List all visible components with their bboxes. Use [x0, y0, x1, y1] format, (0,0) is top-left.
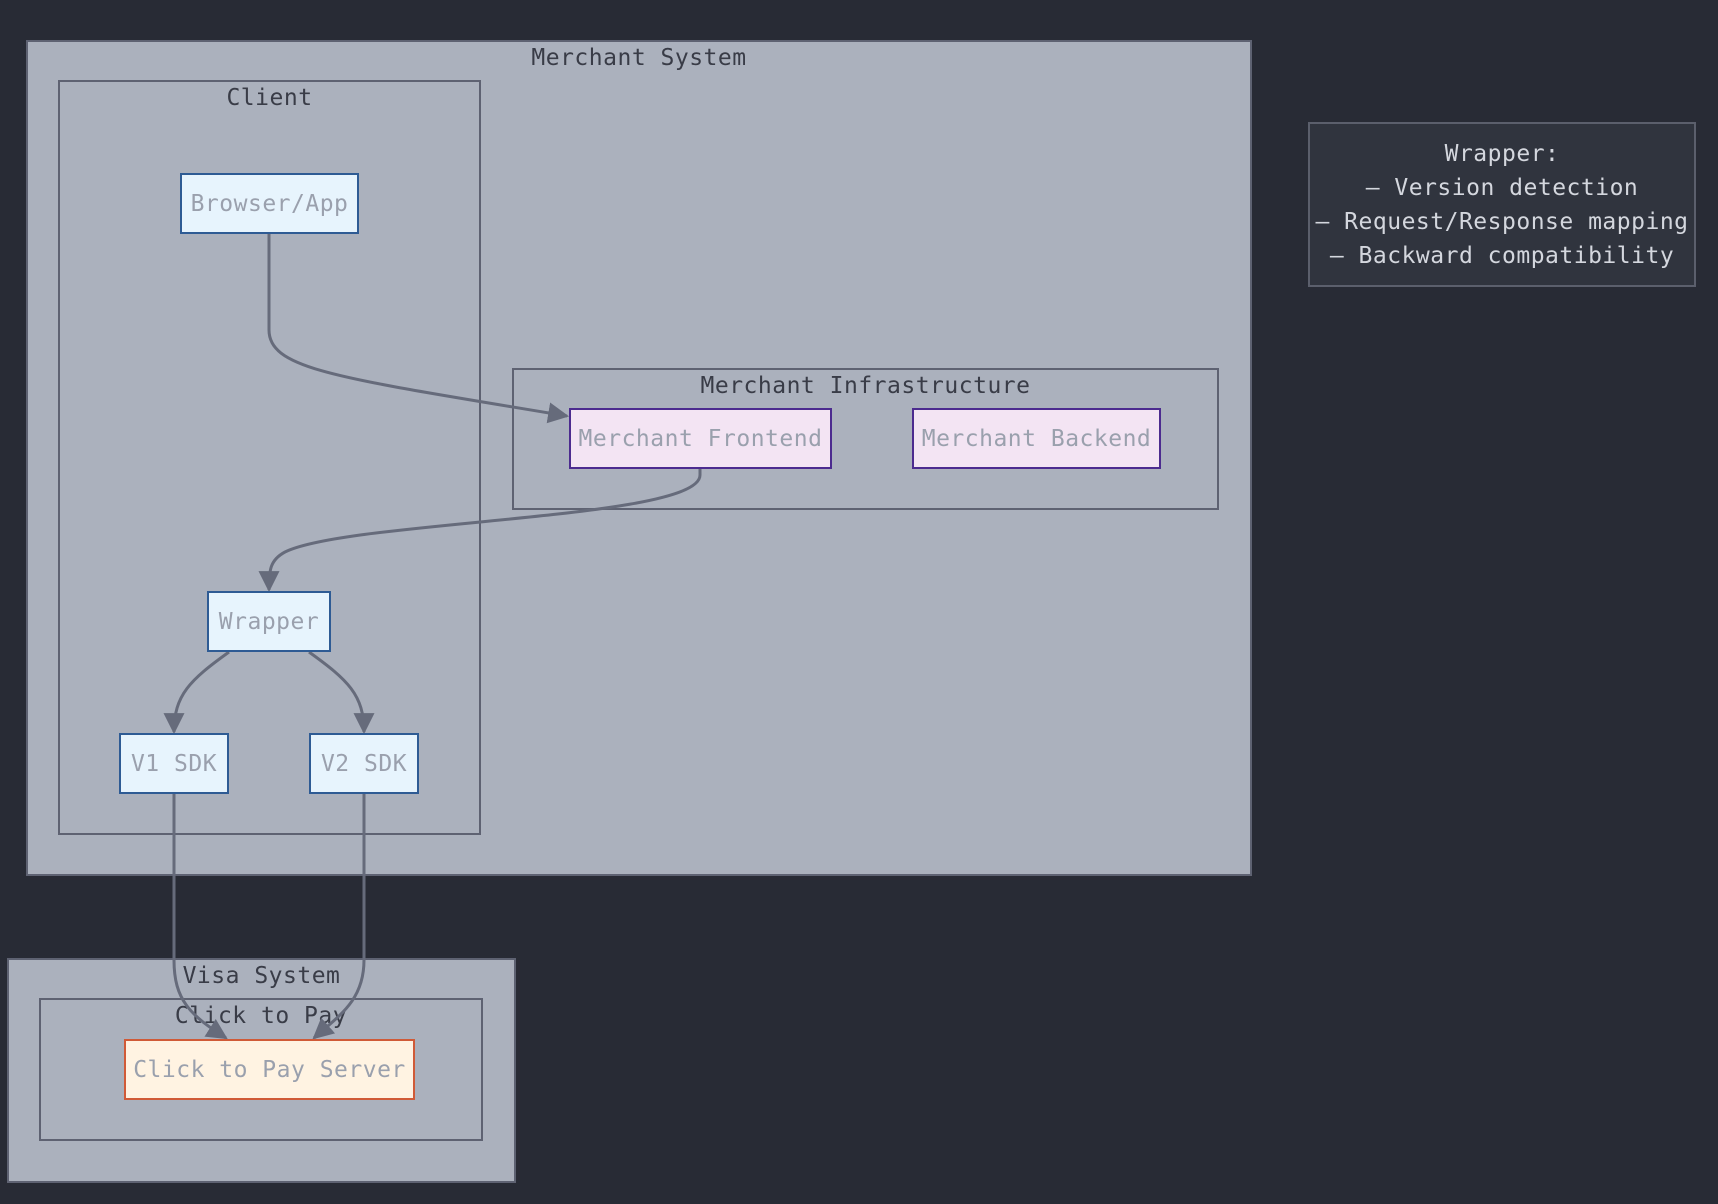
cluster-title-client: Client: [226, 85, 313, 111]
node-merchant-frontend[interactable]: Merchant Frontend: [569, 408, 832, 469]
cluster-title-visa-system: Visa System: [182, 963, 341, 989]
note-line: – Backward compatibility: [1329, 242, 1675, 269]
wrapper-note: Wrapper: – Version detection – Request/R…: [1308, 122, 1696, 287]
node-merchant-backend[interactable]: Merchant Backend: [912, 408, 1161, 469]
cluster-title-merchant-system: Merchant System: [531, 45, 747, 71]
note-line: – Version detection: [1365, 174, 1639, 201]
node-browser-app[interactable]: Browser/App: [180, 173, 359, 234]
node-v1-sdk[interactable]: V1 SDK: [119, 733, 229, 794]
cluster-title-click-to-pay: Click to Pay: [174, 1003, 348, 1029]
node-click-to-pay-server[interactable]: Click to Pay Server: [124, 1039, 415, 1100]
note-line: Wrapper:: [1444, 140, 1560, 167]
cluster-title-merchant-infrastructure: Merchant Infrastructure: [700, 373, 1031, 399]
note-line: – Request/Response mapping: [1315, 208, 1689, 235]
node-v2-sdk[interactable]: V2 SDK: [309, 733, 419, 794]
node-wrapper[interactable]: Wrapper: [207, 591, 331, 652]
